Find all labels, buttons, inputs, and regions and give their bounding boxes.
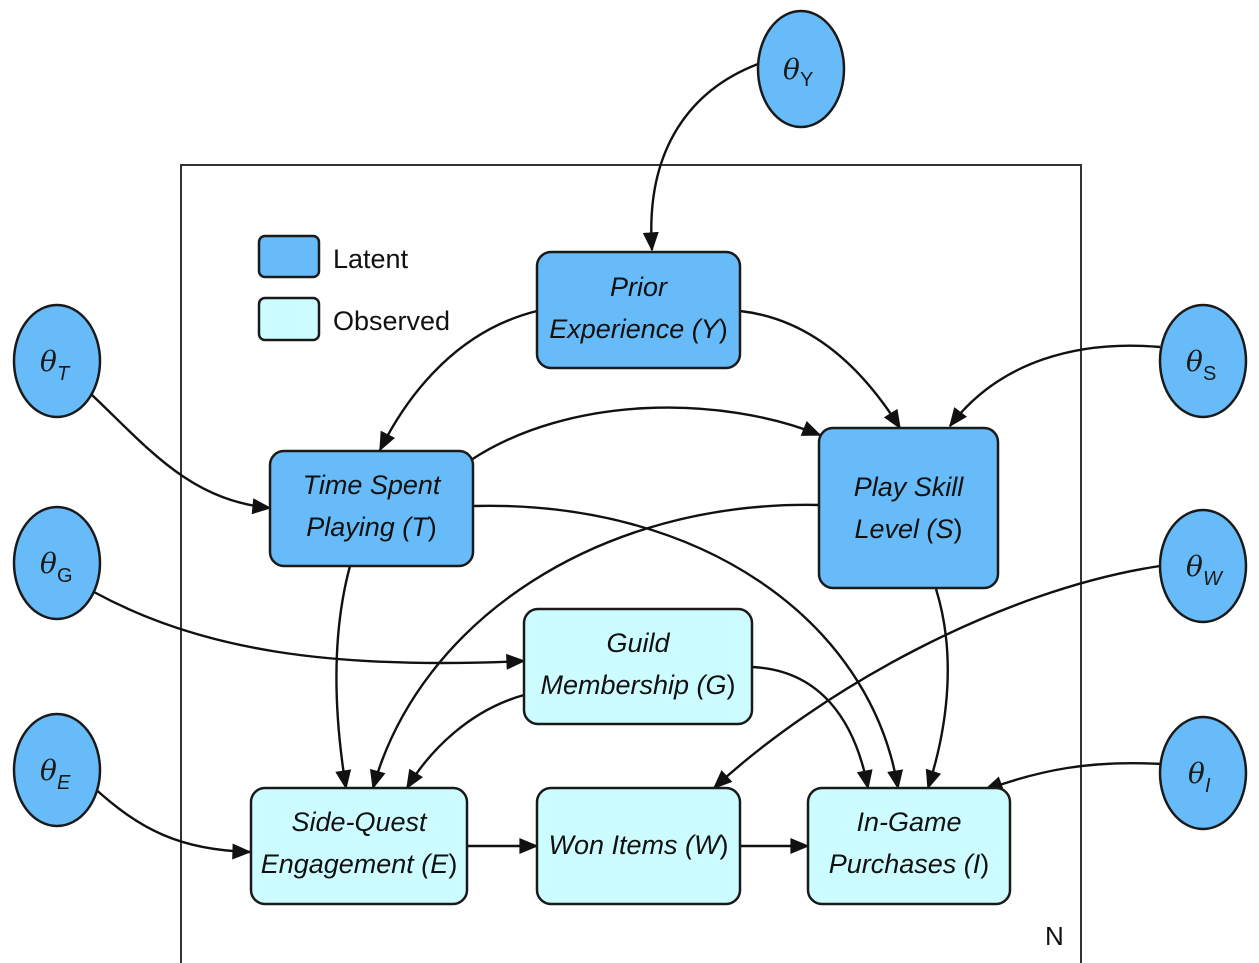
param-theta-t: θ T — [12, 303, 102, 419]
legend-observed-label: Observed — [333, 306, 450, 336]
svg-text:θ: θ — [40, 345, 57, 378]
node-side-quest-engagement: Side-Quest Engagement (E) — [249, 786, 469, 906]
node-prior-experience: Prior Experience (Y) — [535, 250, 742, 370]
svg-text:Y: Y — [800, 69, 813, 91]
plate-label: N — [1045, 921, 1064, 951]
svg-text:θ: θ — [783, 53, 800, 86]
node-t-line1: Time Spent — [303, 470, 442, 500]
svg-text:I: I — [1205, 775, 1211, 797]
edge-thetaE-E — [91, 785, 252, 860]
svg-text:θ: θ — [40, 547, 57, 580]
node-s-line2: Level (S) — [854, 514, 962, 544]
edge-G-E — [405, 693, 525, 790]
legend-observed-swatch — [257, 296, 321, 342]
svg-text:T: T — [57, 363, 71, 385]
edges — [91, 62, 1163, 860]
svg-text:G: G — [57, 565, 73, 587]
svg-text:θ: θ — [1186, 550, 1203, 583]
svg-text:S: S — [1203, 363, 1216, 385]
param-theta-w: θ W — [1158, 508, 1248, 624]
edge-S-E — [370, 503, 821, 790]
node-w-line1: Won Items (W) — [548, 830, 728, 860]
param-theta-i: θ I — [1158, 715, 1248, 831]
node-won-items: Won Items (W) — [535, 786, 742, 906]
edge-thetaW-W — [712, 564, 1161, 790]
plate — [180, 164, 1082, 963]
edge-T-E — [335, 565, 352, 790]
node-i-line1: In-Game — [856, 807, 961, 837]
edge-Y-S — [739, 309, 902, 430]
node-in-game-purchases: In-Game Purchases (I) — [806, 786, 1012, 906]
legend-latent-label: Latent — [333, 244, 409, 274]
node-y-line2: Experience (Y) — [549, 314, 728, 344]
edge-thetaS-S — [949, 344, 1161, 428]
edge-T-S — [470, 406, 822, 462]
node-e-line1: Side-Quest — [291, 807, 428, 837]
node-g-line1: Guild — [606, 628, 670, 658]
node-t-line2: Playing (T) — [306, 512, 437, 542]
edge-thetaY-Y — [642, 62, 759, 252]
node-s-line1: Play Skill — [854, 472, 965, 502]
legend: Latent Observed — [257, 234, 450, 342]
legend-latent-swatch — [257, 234, 321, 279]
edge-G-I — [751, 665, 873, 790]
edge-S-I — [925, 588, 949, 790]
node-e-line2: Engagement (E) — [261, 849, 458, 879]
param-theta-g: θ G — [12, 505, 102, 621]
svg-text:θ: θ — [40, 754, 57, 787]
svg-text:θ: θ — [1188, 757, 1205, 790]
node-guild-membership: Guild Membership (G) — [522, 607, 754, 726]
edge-thetaG-G — [93, 590, 526, 670]
edge-thetaT-T — [91, 394, 272, 515]
param-theta-s: θ S — [1158, 303, 1248, 419]
param-theta-e: θ E — [12, 712, 102, 828]
edge-Y-T — [378, 309, 538, 452]
node-time-spent-playing: Time Spent Playing (T) — [268, 449, 475, 568]
node-g-line2: Membership (G) — [540, 670, 735, 700]
node-play-skill-level: Play Skill Level (S) — [817, 426, 1000, 590]
node-i-line2: Purchases (I) — [829, 849, 990, 879]
svg-text:W: W — [1203, 568, 1224, 590]
edge-T-I — [472, 504, 903, 790]
svg-text:E: E — [57, 772, 71, 794]
svg-text:θ: θ — [1186, 345, 1203, 378]
edge-thetaI-I — [983, 761, 1163, 792]
param-theta-y: θ Y — [756, 9, 846, 129]
node-y-line1: Prior — [610, 272, 668, 302]
